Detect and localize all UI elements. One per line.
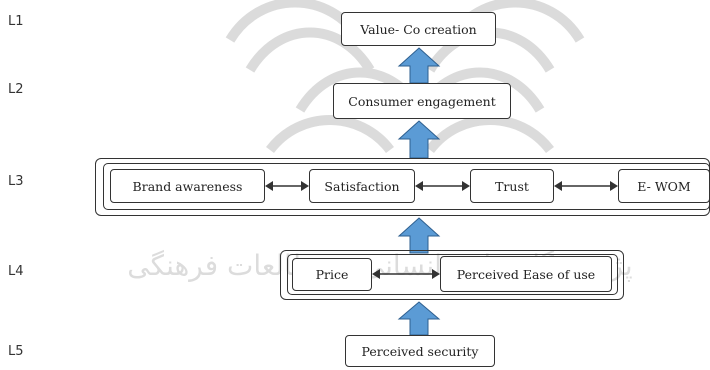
node-e-wom: E- WOM [618, 169, 710, 203]
level-label-l5: L5 [8, 344, 24, 359]
node-satisfaction: Satisfaction [309, 169, 415, 203]
node-brand-awareness: Brand awareness [110, 169, 265, 203]
up-arrow-icon [397, 120, 441, 159]
node-consumer-engagement: Consumer engagement [333, 83, 511, 119]
double-arrow-icon [372, 269, 440, 279]
node-perceived-ease-of-use: Perceived Ease of use [440, 256, 612, 292]
double-arrow-icon [554, 181, 618, 191]
level-label-l2: L2 [8, 82, 24, 97]
node-price: Price [292, 258, 372, 291]
level-4-inner-frame [287, 254, 618, 295]
up-arrow-icon [397, 47, 441, 84]
up-arrow-icon [397, 217, 441, 254]
level-4-group-frame [280, 250, 624, 300]
level-label-l4: L4 [8, 264, 24, 279]
node-perceived-security: Perceived security [345, 335, 495, 367]
level-label-l3: L3 [8, 174, 24, 189]
up-arrow-icon [397, 301, 441, 336]
node-value-co-creation: Value- Co creation [341, 12, 496, 46]
double-arrow-icon [415, 181, 470, 191]
node-trust: Trust [470, 169, 554, 203]
double-arrow-icon [265, 181, 309, 191]
level-label-l1: L1 [8, 14, 24, 29]
